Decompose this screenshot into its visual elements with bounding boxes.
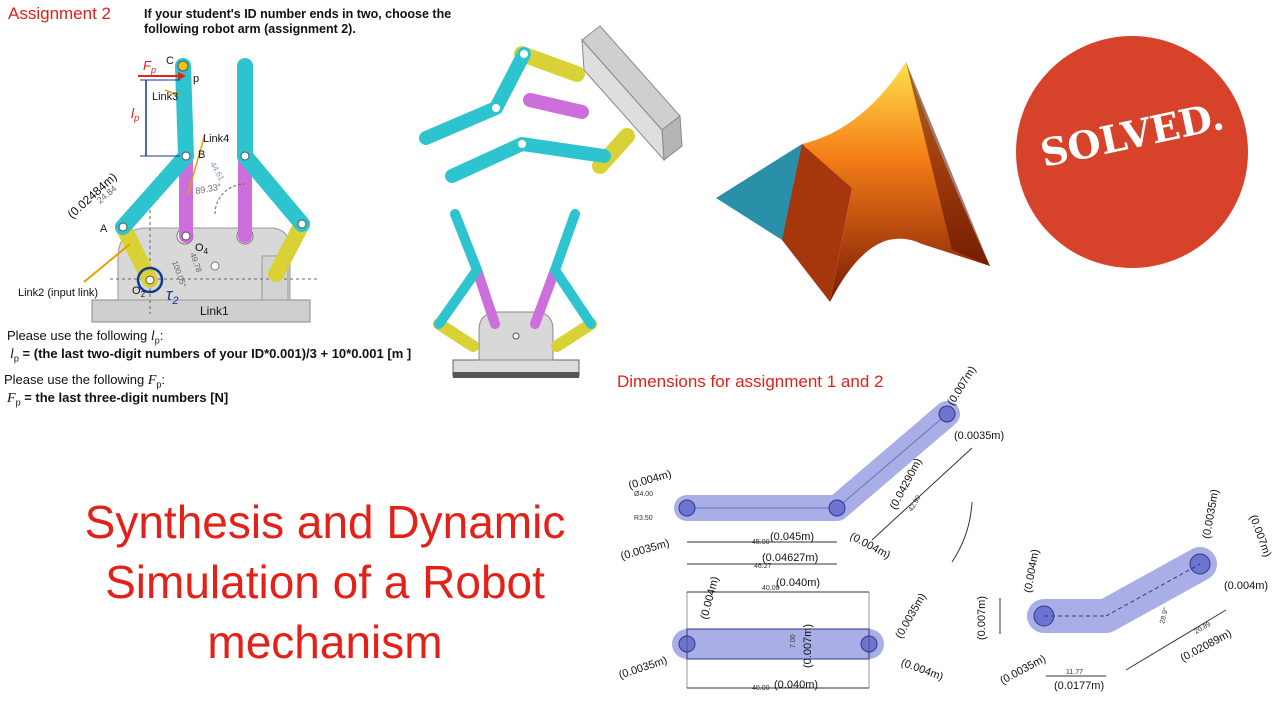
dim-p1-00035b: (0.0035m) <box>954 430 1005 442</box>
title-line-2: Simulation of a Robot <box>105 556 545 608</box>
link2-left <box>115 219 158 288</box>
svg-text:89.33°: 89.33° <box>195 182 223 196</box>
label-O4: O4 <box>195 242 209 256</box>
assignment-title: Assignment 2 <box>8 4 111 23</box>
dim-p2-mid: (0.007m) <box>802 623 815 669</box>
video-title: Synthesis and Dynamic Simulation of a Ro… <box>20 492 630 672</box>
lp-formula: lp = (the last two-digit numbers of your… <box>10 346 412 364</box>
instruction-line-1: If your student's ID number ends in two,… <box>144 7 452 21</box>
label-tau2: τ2 <box>166 285 178 307</box>
dimension-drawing-bent-link: 45.00 46.27 42.90 R3.50 Ø4.00 <box>634 401 973 570</box>
assignment-instruction: If your student's ID number ends in two,… <box>144 7 504 37</box>
dim-p2-top: (0.040m) <box>776 577 821 589</box>
svg-text:R3.50: R3.50 <box>634 515 653 522</box>
svg-text:46.27: 46.27 <box>754 563 772 570</box>
label-link1: Link1 <box>200 304 229 318</box>
svg-text:40.00: 40.00 <box>752 685 770 692</box>
label-link3: Link3 <box>152 91 178 103</box>
solved-badge <box>1016 36 1248 268</box>
dim-p3-left-b: (0.007m) <box>976 595 989 641</box>
label-A: A <box>100 223 108 235</box>
svg-text:45.00: 45.00 <box>752 539 770 546</box>
label-O2: O2 <box>132 285 146 299</box>
link3-left-lower <box>115 148 194 235</box>
dimension-drawing-straight-link: 40.00 40.00 7.00 <box>672 585 884 692</box>
label-p: p <box>193 73 199 85</box>
dim-p3-bottom: (0.0177m) <box>1054 680 1105 692</box>
robot-arm-3d-render <box>419 25 683 183</box>
fp-intro: Please use the following Fp: <box>4 372 166 390</box>
link3-right-lower <box>237 148 310 232</box>
fp-formula: Fp = the last three-digit numbers [N] <box>7 390 229 408</box>
svg-text:28.9°: 28.9° <box>1158 606 1170 624</box>
svg-text:Ø4.00: Ø4.00 <box>634 491 653 498</box>
dim-p2-bottom: (0.040m) <box>774 679 819 691</box>
lp-intro: Please use the following lp: <box>7 328 164 346</box>
dim-p3-right-c: (0.004m) <box>1224 580 1269 592</box>
svg-text:7.00: 7.00 <box>790 634 797 648</box>
svg-text:42.90: 42.90 <box>908 494 923 513</box>
svg-text:40.00: 40.00 <box>762 585 780 592</box>
dimension-drawing-kinked-link: 11.77 20.89 28.9° <box>999 547 1227 677</box>
instruction-line-2: following robot arm (assignment 2). <box>144 22 356 36</box>
label-B: B <box>198 149 205 161</box>
link2-right <box>268 216 310 282</box>
title-line-1: Synthesis and Dynamic <box>84 496 566 548</box>
tau-arrow-icon <box>136 266 164 294</box>
link3-left-upper <box>175 58 194 164</box>
dimensions-heading: Dimensions for assignment 1 and 2 <box>617 372 884 391</box>
label-link4: Link4 <box>203 133 229 145</box>
svg-text:20.89: 20.89 <box>1194 621 1213 636</box>
matlab-logo-icon <box>716 62 990 302</box>
label-lp: lp <box>131 105 139 123</box>
dim-p1-004627: (0.04627m) <box>762 552 819 564</box>
robot-arm-front-render <box>433 209 597 378</box>
label-Fp: Fp <box>143 58 156 75</box>
robot-arm-schematic: 89.33° 44.61 24.84 (0.02484m) 100.05° 49… <box>18 55 320 323</box>
svg-text:11.77: 11.77 <box>1066 669 1083 676</box>
label-C: C <box>166 55 174 67</box>
svg-text:44.61: 44.61 <box>208 161 226 183</box>
label-link2: Link2 (input link) <box>18 287 98 299</box>
dim-p1-0045: (0.045m) <box>770 531 815 543</box>
title-line-3: mechanism <box>207 616 443 668</box>
